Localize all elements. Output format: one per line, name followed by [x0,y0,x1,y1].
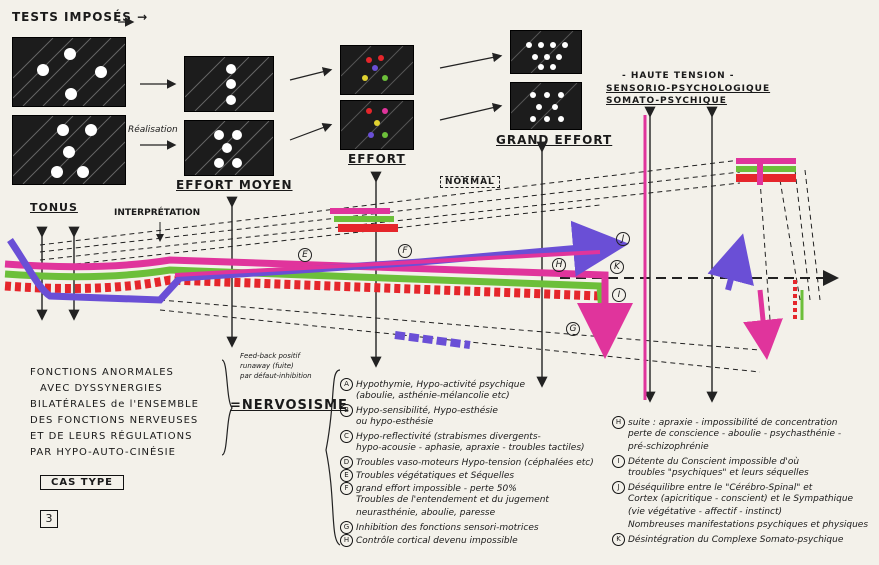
legend-left-text: Troubles vaso-moteurs Hypo-tension (céph… [356,458,594,468]
legend-left-letter: H [340,534,353,547]
legend-right-line: perte de conscience - aboulie - psychast… [628,429,841,439]
case-number: 3 [40,510,58,528]
legend-right-text: perte de conscience - aboulie - psychast… [628,429,842,439]
haute-tension-line-1: - HAUTE TENSION - [622,71,735,81]
diagram-title: TESTS IMPOSÉS → [12,10,149,24]
legend-right-text: troubles "psychiques" et leurs séquelles [628,468,809,478]
legend-left-letter: D [340,456,353,469]
interpretation-label: INTERPRÉTATION [114,208,201,218]
effort-moyen-label: EFFORT MOYEN [176,178,293,192]
legend-right-line: troubles "psychiques" et leurs séquelles [628,468,809,478]
legend-left-letter: C [340,430,353,443]
legend-right-text: Détente du Conscient impossible d'où [628,457,800,467]
stream-letter-g: G [566,322,580,336]
normal-label: NORMAL [440,176,500,188]
legend-left-text: hypo-acousie - aphasie, apraxie - troubl… [356,443,585,453]
fonctions-line-4: DES FONCTIONS NERVEUSES [30,415,199,426]
legend-left-text: neurasthénie, aboulie, paresse [356,508,496,518]
effort-moyen-box-2 [184,120,274,176]
stream-letter-f: F [398,244,412,258]
feedback-line-3: par défaut-inhibition [240,372,312,380]
legend-right-letter: K [612,533,625,546]
legend-left-text: Troubles végétatiques et Séquelles [356,471,515,481]
legend-left-line: hypo-acousie - aphasie, apraxie - troubl… [356,443,585,453]
legend-left-letter: B [340,404,353,417]
test-box-2 [12,115,126,185]
legend-right-text: pré-schizophrénie [628,442,709,452]
fonctions-line-1: FONCTIONS ANORMALES [30,367,174,378]
realisation-label: Réalisation [128,125,178,135]
haute-tension-line-3: SOMATO-PSYCHIQUE [606,96,727,106]
fonctions-line-6: PAR HYPO-AUTO-CINÉSIE [30,447,176,458]
effort-box-2 [340,100,414,150]
legend-left-line: ou hypo-esthésie [356,417,433,427]
legend-left-text: Hypo-sensibilité, Hypo-esthésie [356,406,498,416]
effort-label: EFFORT [348,152,406,166]
fonctions-line-2: AVEC DYSSYNERGIES [40,383,163,394]
legend-right-text: suite : apraxie - impossibilité de conce… [628,418,838,428]
legend-left-letter: G [340,521,353,534]
legend-right-text: Déséquilibre entre le "Cérébro-Spinal" e… [628,483,813,493]
legend-left-line: (aboulie, asthénie-mélancolie etc) [356,391,510,401]
legend-left-text: (aboulie, asthénie-mélancolie etc) [356,391,510,401]
legend-left-text: Hypo-reflectivité (strabismes divergents… [356,432,541,442]
fonctions-line-3: BILATÉRALES de l'ENSEMBLE [30,399,199,410]
legend-right-text: Cortex (apicritique - conscient) et le S… [628,494,854,504]
fonctions-line-5: ET DE LEURS RÉGULATIONS [30,431,193,442]
legend-left-letter: A [340,378,353,391]
legend-right-text: Désintégration du Complexe Somato-psychi… [628,535,844,545]
stream-letter-k: K [610,260,624,274]
legend-right-line: (vie végétative - affectif - instinct) [628,507,782,517]
legend-left-text: grand effort impossible - perte 50% [356,484,517,494]
nervosisme-label: =NERVOSISME [230,398,348,413]
feedback-line-2: runaway (fuite) [240,362,294,370]
legend-right-line: Nombreuses manifestations psychiques et … [628,520,868,530]
legend-left-line: Troubles de l'entendement et du jugement [356,495,549,505]
effort-moyen-box-1 [184,56,274,112]
grand-effort-box-1 [510,30,582,74]
grand-effort-box-2 [510,82,582,130]
legend-right-letter: J [612,481,625,494]
legend-right-letter: I [612,455,625,468]
legend-right-line: pré-schizophrénie [628,442,709,452]
legend-right-text: Nombreuses manifestations psychiques et … [628,520,869,530]
test-box-1 [12,37,126,107]
legend-left-text: Contrôle cortical devenu impossible [356,536,518,546]
legend-right-letter: H [612,416,625,429]
legend-left-text: ou hypo-esthésie [356,417,434,427]
legend-right-text: (vie végétative - affectif - instinct) [628,507,783,517]
legend-left-letter: E [340,469,353,482]
legend-left-text: Hypothymie, Hypo-activité psychique [356,380,526,390]
legend-left-text: Troubles de l'entendement et du jugement [356,495,549,505]
legend-left-text: Inhibition des fonctions sensori-motrice… [356,523,539,533]
legend-left-line: neurasthénie, aboulie, paresse [356,508,495,518]
feedback-line-1: Feed-back positif [240,352,300,360]
stream-letter-e: E [298,248,312,262]
effort-box-1 [340,45,414,95]
legend-right-line: Cortex (apicritique - conscient) et le S… [628,494,853,504]
legend-left-letter: F [340,482,353,495]
cas-type-box: CAS TYPE [40,475,124,490]
stream-letter-h: H [552,258,566,272]
grand-effort-label: GRAND EFFORT [496,133,613,147]
stream-letter-j: J [616,232,630,246]
haute-tension-line-2: SENSORIO-PSYCHOLOGIQUE [606,84,771,94]
tonus-label: TONUS [30,201,78,214]
stream-letter-i: I [612,288,626,302]
